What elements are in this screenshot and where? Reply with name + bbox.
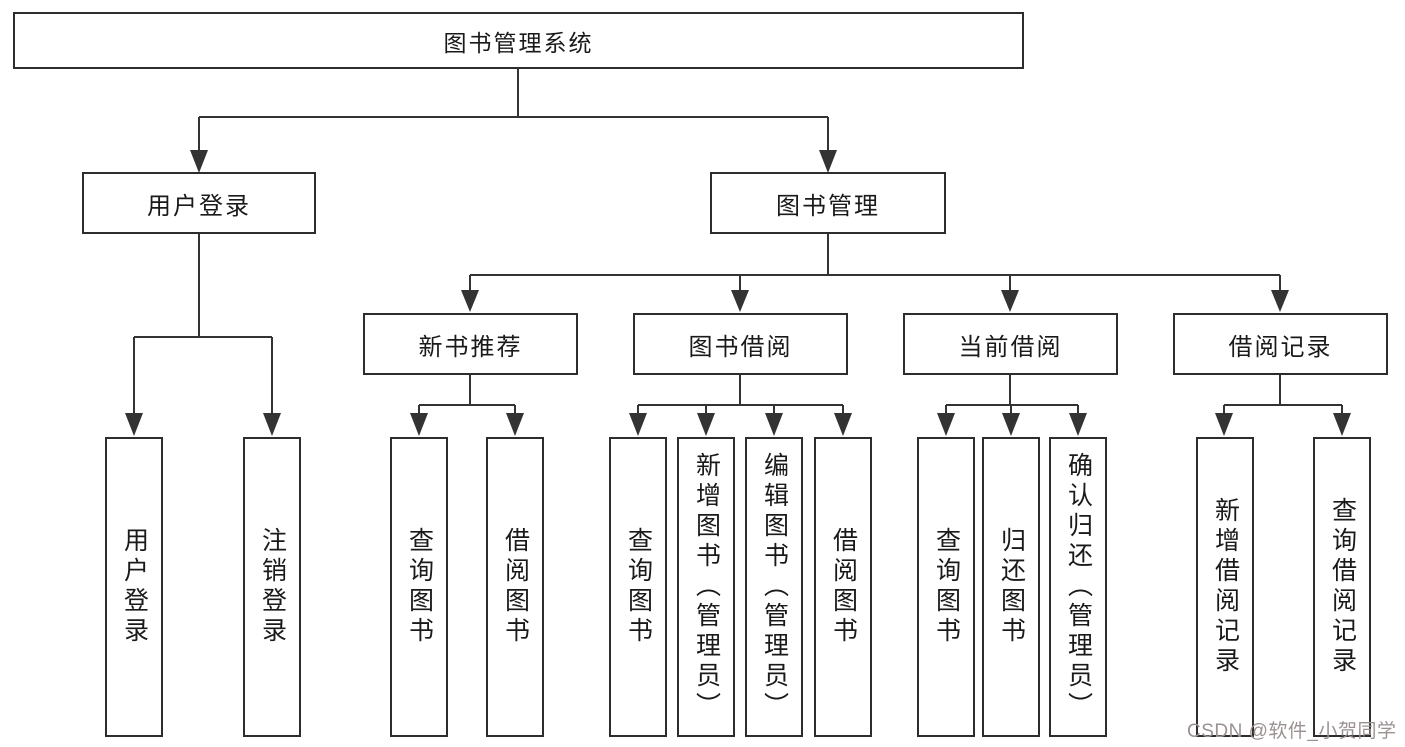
leaf-borrow-books-label: 借阅图书 xyxy=(829,527,858,647)
arrowhead-icons xyxy=(125,150,1351,436)
node-book-borrow: 图书借阅 xyxy=(633,313,848,375)
leaf-edit-books-admin: 编辑图书（管理员） xyxy=(745,437,803,737)
leaf-add-borrow-record-label: 新增借阅记录 xyxy=(1211,497,1240,677)
node-current-borrow-label: 当前借阅 xyxy=(958,333,1063,361)
leaf-confirm-return-admin: 确认归还（管理员） xyxy=(1049,437,1107,737)
leaf-edit-books-admin-label: 编辑图书（管理员） xyxy=(760,452,789,722)
leaf-borrow-books-recommend: 借阅图书 xyxy=(486,437,544,737)
leaf-return-books-label: 归还图书 xyxy=(997,527,1026,647)
leaf-return-books: 归还图书 xyxy=(982,437,1040,737)
node-borrow-records: 借阅记录 xyxy=(1173,313,1388,375)
node-borrow-records-label: 借阅记录 xyxy=(1228,333,1333,361)
leaf-query-books-borrow-label: 查询图书 xyxy=(624,527,653,647)
leaf-query-books-current-label: 查询图书 xyxy=(932,527,961,647)
leaf-logout-login: 注销登录 xyxy=(243,437,301,737)
leaf-query-books-recommend-label: 查询图书 xyxy=(405,527,434,647)
node-book-management-label: 图书管理 xyxy=(776,192,880,220)
leaf-user-login-label: 用户登录 xyxy=(120,527,149,647)
leaf-add-books-admin-label: 新增图书（管理员） xyxy=(692,452,721,722)
leaf-borrow-books: 借阅图书 xyxy=(814,437,872,737)
leaf-confirm-return-admin-label: 确认归还（管理员） xyxy=(1064,452,1093,722)
leaf-query-borrow-record: 查询借阅记录 xyxy=(1313,437,1371,737)
leaf-query-books-borrow: 查询图书 xyxy=(609,437,667,737)
leaf-user-login: 用户登录 xyxy=(105,437,163,737)
leaf-query-books-current: 查询图书 xyxy=(917,437,975,737)
leaf-logout-login-label: 注销登录 xyxy=(258,527,287,647)
node-new-book-recommend: 新书推荐 xyxy=(363,313,578,375)
node-book-management: 图书管理 xyxy=(710,172,946,234)
leaf-query-books-recommend: 查询图书 xyxy=(390,437,448,737)
node-new-book-recommend-label: 新书推荐 xyxy=(418,333,523,361)
node-current-borrow: 当前借阅 xyxy=(903,313,1118,375)
leaf-query-borrow-record-label: 查询借阅记录 xyxy=(1328,497,1357,677)
leaf-add-borrow-record: 新增借阅记录 xyxy=(1196,437,1254,737)
node-user-login-label: 用户登录 xyxy=(147,192,251,220)
leaf-borrow-books-recommend-label: 借阅图书 xyxy=(501,527,530,647)
node-user-login: 用户登录 xyxy=(82,172,316,234)
leaf-add-books-admin: 新增图书（管理员） xyxy=(677,437,735,737)
csdn-watermark: CSDN @软件_小贺同学 xyxy=(1187,721,1397,742)
node-root-system: 图书管理系统 xyxy=(13,12,1024,69)
node-book-borrow-label: 图书借阅 xyxy=(688,333,793,361)
node-root-label: 图书管理系统 xyxy=(443,29,594,56)
